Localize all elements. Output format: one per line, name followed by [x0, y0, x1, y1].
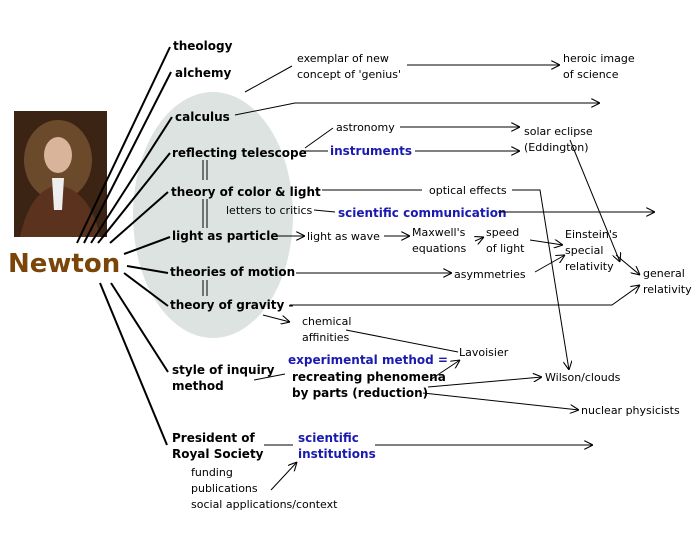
- einstein-3: relativity: [565, 260, 614, 273]
- newton-portrait: [14, 111, 107, 237]
- scientific-institutions-2: institutions: [298, 447, 376, 461]
- topic-theories-of-motion: theories of motion: [170, 265, 295, 279]
- topic-color-light: theory of color & light: [171, 185, 321, 199]
- general-relativity-2: relativity: [643, 283, 692, 296]
- topic-president: President of: [172, 431, 256, 445]
- asymmetries-label: asymmetries: [454, 268, 526, 281]
- society-item-social: social applications/context: [191, 498, 338, 511]
- einstein-2: special: [565, 244, 603, 257]
- lavoisier-label: Lavoisier: [459, 346, 509, 359]
- optical-effects-label: optical effects: [429, 184, 507, 197]
- speed-of-light-1: speed: [486, 226, 519, 239]
- wilson-clouds-label: Wilson/clouds: [545, 371, 621, 384]
- topic-alchemy: alchemy: [175, 66, 232, 80]
- society-item-publications: publications: [191, 482, 258, 495]
- topic-light-as-particle: light as particle: [172, 229, 279, 243]
- society-item-funding: funding: [191, 466, 233, 479]
- heroic-image-2: of science: [563, 68, 619, 81]
- speed-of-light-2: of light: [486, 242, 525, 255]
- light-as-wave-label: light as wave: [307, 230, 380, 243]
- scientific-communication-label: scientific communication: [338, 206, 507, 220]
- nuclear-physicists-label: nuclear physicists: [581, 404, 680, 417]
- scientific-institutions-1: scientific: [298, 431, 359, 445]
- solar-eclipse-1: solar eclipse: [524, 125, 593, 138]
- topic-style-of-inquiry: style of inquiry: [172, 363, 275, 377]
- topic-royal-society: Royal Society: [172, 447, 264, 461]
- newton-connector-lines: [76, 46, 208, 446]
- einstein-1: Einstein's: [565, 228, 618, 241]
- recreating-phenomena-1: recreating phenomena: [292, 370, 446, 384]
- heroic-image-1: heroic image: [563, 52, 635, 65]
- chemical-affinities-1: chemical: [302, 315, 351, 328]
- astronomy-label: astronomy: [336, 121, 395, 134]
- chemical-affinities-2: affinities: [302, 331, 350, 344]
- topic-calculus: calculus: [175, 110, 230, 124]
- solar-eclipse-2: (Eddington): [524, 141, 589, 154]
- newton-title: Newton: [8, 249, 120, 279]
- topic-method: method: [172, 379, 224, 393]
- topic-theory-of-gravity: theory of gravity -: [170, 298, 294, 312]
- exemplar-genius-2: concept of 'genius': [297, 68, 401, 81]
- influence-arrows: [234, 65, 655, 491]
- experimental-method-label: experimental method =: [288, 353, 448, 367]
- instruments-label: instruments: [330, 144, 412, 158]
- topic-reflecting-telescope: reflecting telescope: [172, 146, 307, 160]
- topic-letters-to-critics: letters to critics: [226, 204, 313, 217]
- topic-theology: theology: [173, 39, 233, 53]
- maxwell-1: Maxwell's: [412, 226, 466, 239]
- core-work-ellipse: [133, 92, 293, 338]
- recreating-phenomena-2: by parts (reduction): [292, 386, 428, 400]
- general-relativity-1: general: [643, 267, 685, 280]
- exemplar-genius-1: exemplar of new: [297, 52, 389, 65]
- maxwell-2: equations: [412, 242, 467, 255]
